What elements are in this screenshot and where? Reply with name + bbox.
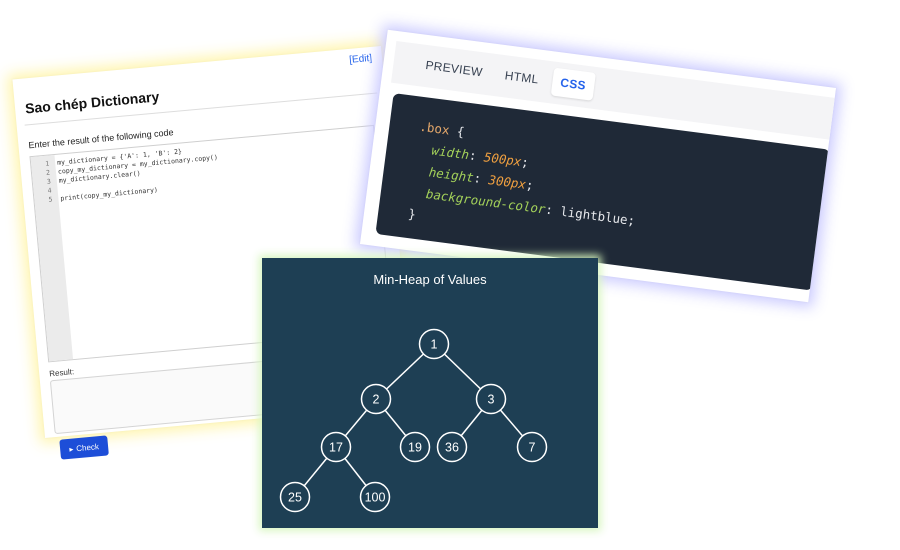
css-code-line: .box { <box>419 119 466 140</box>
code-token: height <box>413 162 475 186</box>
code-token: } <box>407 206 417 222</box>
result-label: Result: <box>48 367 75 379</box>
check-button[interactable]: ▸ Check <box>59 435 109 460</box>
heap-node <box>360 383 392 415</box>
heap-node <box>475 383 507 415</box>
line-number: 5 <box>48 195 53 204</box>
code-text <box>59 186 60 194</box>
code-token: ; <box>524 176 535 193</box>
edit-link[interactable]: [Edit] <box>348 52 373 66</box>
diagram-title: Min-Heap of Values <box>373 272 487 287</box>
tab-preview[interactable]: PREVIEW <box>424 58 484 80</box>
code-token: ; <box>520 154 530 170</box>
heap-node <box>359 481 391 513</box>
heap-node <box>516 431 548 463</box>
heap-node-label: 17 <box>329 441 343 455</box>
heap-node-label: 7 <box>529 441 536 455</box>
heap-tree: 1 2 3 17 19 36 7 25 100 <box>279 328 548 513</box>
heap-node-label: 36 <box>445 441 459 455</box>
check-button-label: Check <box>75 441 100 453</box>
heap-node-label: 100 <box>365 491 386 505</box>
heap-node <box>399 431 431 463</box>
play-icon: ▸ <box>68 444 74 454</box>
min-heap-diagram: Min-Heap of Values 1 2 3 17 19 36 7 25 100 <box>262 258 598 528</box>
heap-node-label: 1 <box>431 338 438 352</box>
heap-node <box>436 431 468 463</box>
heap-node <box>418 328 450 360</box>
heap-node <box>279 481 311 513</box>
code-token: : lightblue; <box>544 201 637 229</box>
heap-node-label: 19 <box>408 441 422 455</box>
tab-html[interactable]: HTML <box>504 68 540 87</box>
code-token: 500px <box>483 149 523 170</box>
heap-node-label: 2 <box>373 393 380 407</box>
code-token: .box <box>418 118 451 138</box>
heap-node-label: 3 <box>488 393 495 407</box>
css-code-line: } <box>407 206 416 222</box>
exercise-title: Sao chép Dictionary <box>24 88 160 117</box>
heap-node-label: 25 <box>288 491 302 505</box>
code-token: 300px <box>487 172 527 192</box>
code-token: width <box>415 140 471 163</box>
code-token: { <box>448 122 466 140</box>
heap-node <box>320 431 352 463</box>
tab-css[interactable]: CSS <box>550 67 596 101</box>
